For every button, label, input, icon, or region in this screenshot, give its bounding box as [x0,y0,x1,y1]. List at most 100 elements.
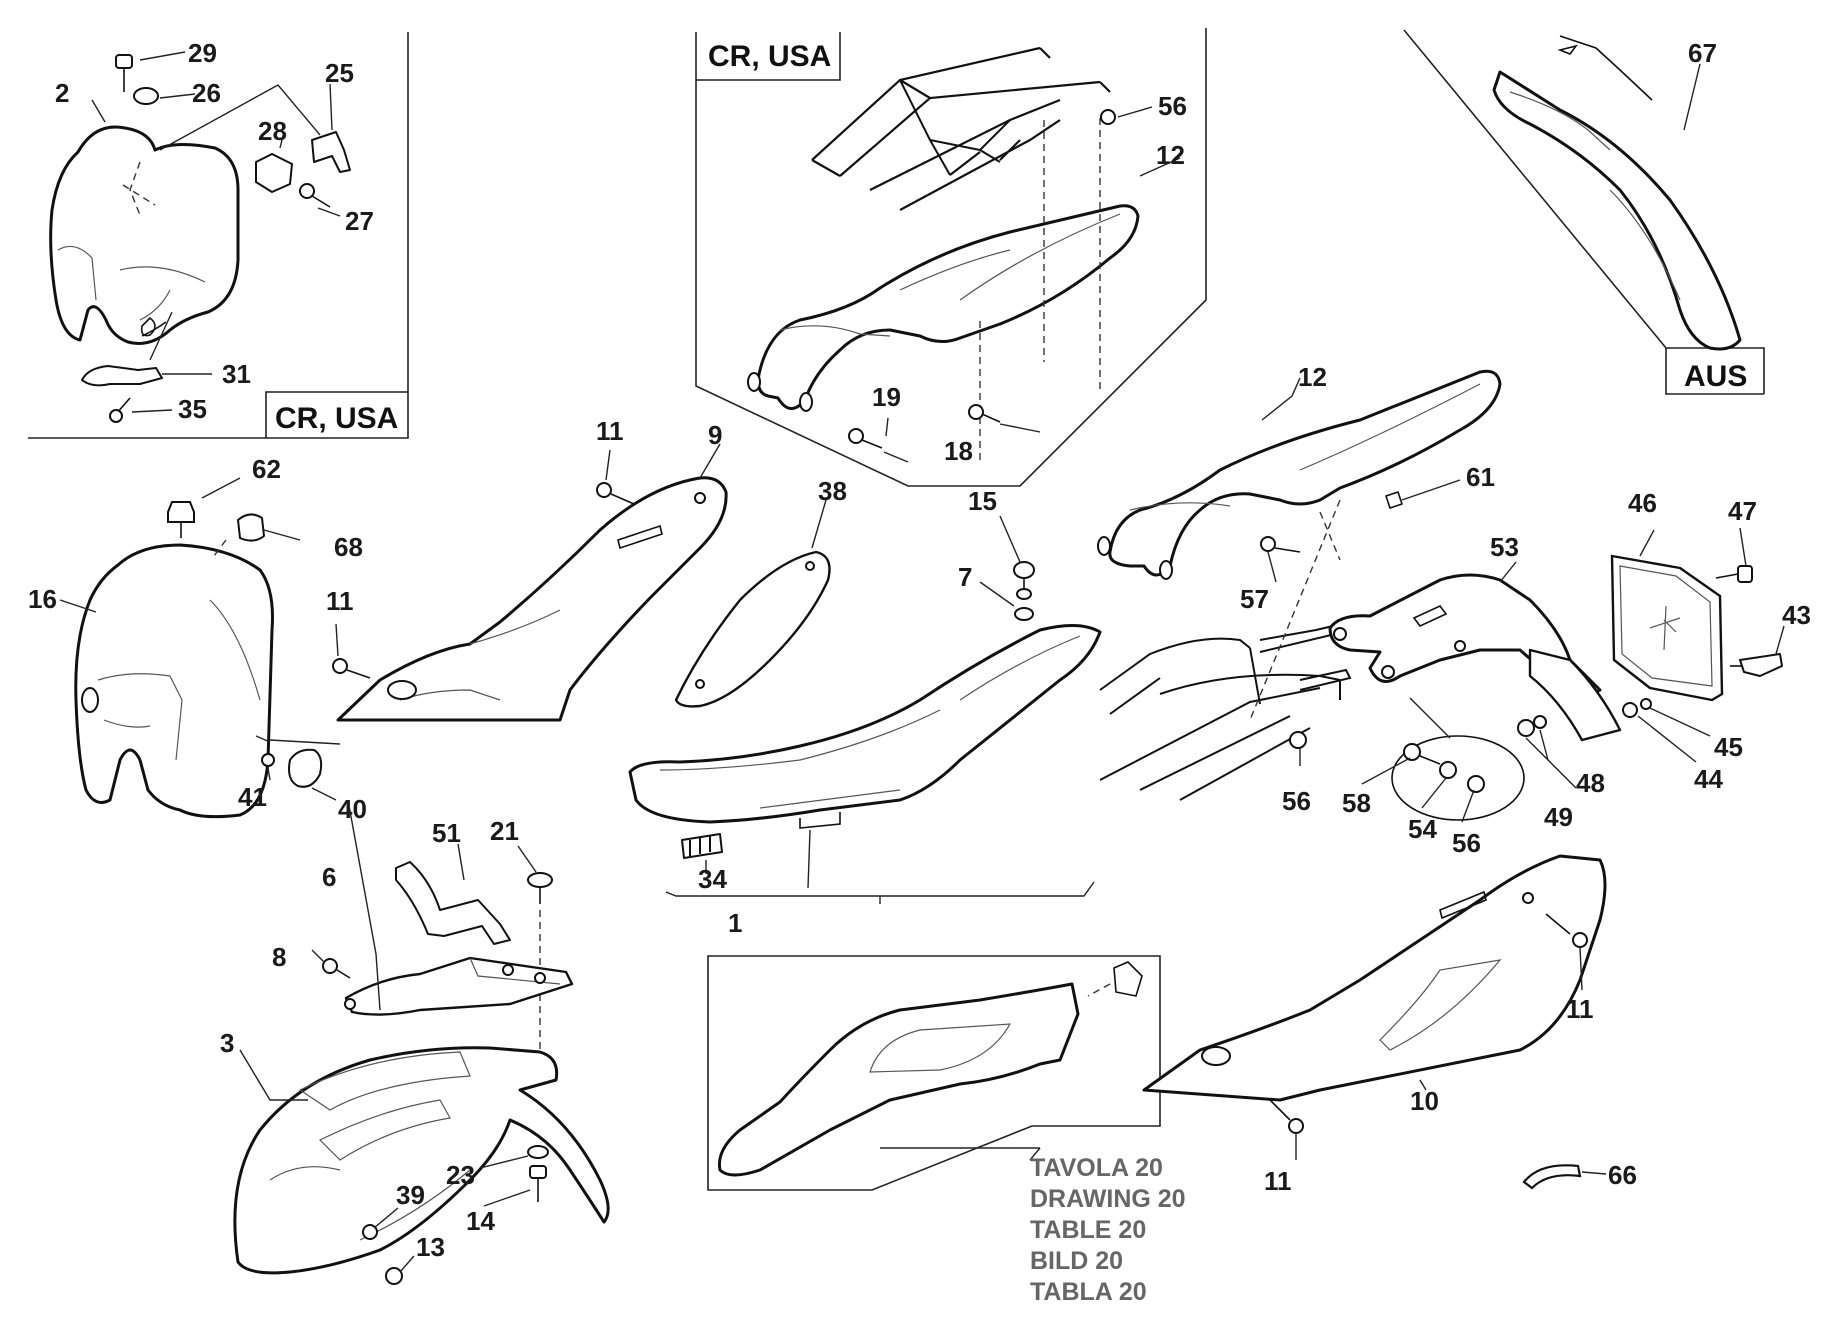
part-54-spacer [1439,761,1457,779]
label-39: 39 [396,1180,425,1210]
part-46-plate-support [1610,554,1724,702]
label-2: 2 [55,78,69,108]
label-29: 29 [188,38,217,68]
part-47-bolt [1715,565,1753,583]
fastener-group-outline [1391,735,1525,821]
part-56-nut-top [1100,109,1116,125]
part-9-slot [617,524,663,550]
part-38-hole-b [805,561,815,571]
reference-line-3: TABLE 20 [1030,1216,1146,1244]
part-7-washer [1014,607,1034,621]
label-11-d: 11 [1264,1166,1292,1196]
part-51-bracket [395,861,511,945]
part-53-fender [1528,648,1622,742]
label-18: 18 [944,436,973,466]
label-56-frame: 56 [1282,786,1311,816]
label-13: 13 [416,1232,445,1262]
part-2-headlight-fairing [49,125,240,345]
label-61: 61 [1466,462,1495,492]
label-21: 21 [490,816,519,846]
leader-group [1409,697,1451,739]
inset-side-panel-reference [707,955,1161,1191]
label-53: 53 [1490,532,1519,562]
part-16-lug [81,687,99,713]
inset-frame-left [28,32,409,439]
leaders-rear [1261,377,1785,823]
label-54: 54 [1408,814,1437,844]
part-53-hole-b [1381,665,1395,679]
label-3: 3 [220,1028,234,1058]
part-27-screw [299,183,331,208]
leaders-side-panel [335,443,827,657]
part-9-grommet [387,680,417,700]
part-11-screw-c [1545,913,1588,948]
label-67: 67 [1688,38,1717,68]
rear-assembly: 12 61 57 53 46 47 43 56 58 54 56 49 48 4… [1097,362,1811,858]
label-31: 31 [222,359,251,389]
part-68-clip [237,513,265,542]
label-51: 51 [432,818,461,848]
dash-68 [213,539,227,557]
label-38: 38 [818,476,847,506]
part-6-hole-c [534,972,546,984]
label-44: 44 [1694,764,1723,794]
leader-67 [1683,63,1701,131]
label-58: 58 [1342,788,1371,818]
inset-arrow [1087,983,1111,997]
part-56-nut-frame [1289,731,1307,749]
part-67-rear-mudguard [1492,70,1742,351]
part-8-screw [322,958,351,979]
inset-side-panel-shape [717,982,1080,1177]
leaders-headlight [59,477,341,801]
part-2-contour [57,245,206,321]
part-58-bolt [1403,743,1441,765]
part-12-right-contour [1129,383,1481,511]
part-66-clip [1522,1164,1582,1190]
part-40-clamp [288,748,323,788]
dash-rear-2 [1319,511,1341,561]
right-side-panel: 11 10 11 66 [1142,854,1637,1196]
headlight-assembly: 62 68 16 41 40 [28,454,367,824]
part-41-screw [261,753,275,767]
inset-frame-top [695,28,1207,487]
rear-frame-rails [811,46,1111,211]
part-10-inner [1379,959,1502,1051]
part-10-hole [1522,892,1534,904]
tag-aus: AUS [1684,360,1747,393]
part-1-foot [799,812,841,829]
label-68: 68 [334,532,363,562]
part-19-bolt [848,428,883,449]
leaders-inset-top [883,106,1181,463]
part-67-bracket [1557,35,1653,101]
part-21-bolt [527,872,553,904]
inset-clip [1113,961,1143,997]
part-12-seat-right [1108,369,1502,577]
label-23: 23 [446,1160,475,1190]
part-14-bolt [529,1165,547,1202]
label-19: 19 [872,382,901,412]
leaders-right-panel [1295,947,1607,1175]
rear-subframe [1099,620,1354,801]
part-49-nut [1517,719,1535,737]
part-43-bracket [1739,653,1783,677]
part-26-washer [133,87,159,105]
tag-cr-usa-left: CR, USA [275,402,398,435]
part-16-contour [97,599,261,761]
label-43: 43 [1782,600,1811,630]
leaders-seat [665,515,1095,904]
label-57: 57 [1240,584,1269,614]
label-8: 8 [272,942,286,972]
label-15: 15 [968,486,997,516]
leaders-inset-left [91,51,341,413]
reference-line-2: DRAWING 20 [1030,1185,1186,1213]
label-28: 28 [258,116,287,146]
part-9-hole [694,492,706,504]
label-62: 62 [252,454,281,484]
front-mudguard-assembly: 51 21 6 8 3 23 14 39 13 [220,799,610,1285]
part-9-side-panel [336,476,728,722]
leaders-inset-left-2 [149,84,321,361]
part-34-pad [681,833,723,859]
part-6-contour [469,957,561,985]
label-14: 14 [466,1206,495,1236]
part-31-bracket [81,365,163,387]
